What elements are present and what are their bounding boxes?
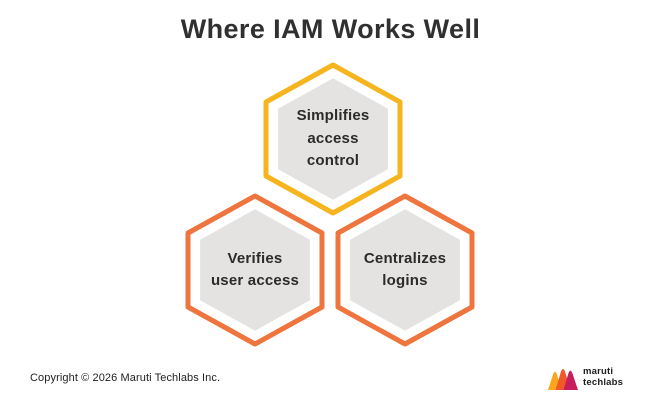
hexagon-shape: [335, 193, 475, 347]
hexagon-fill: [350, 209, 460, 331]
logo-wordmark: maruti techlabs: [583, 366, 624, 389]
logo-text-line1: maruti: [583, 366, 614, 378]
hexagon-label: Verifies user access: [210, 249, 300, 290]
hexagon-fill: [278, 78, 388, 200]
hexagon-label: Simplifies access control: [296, 107, 370, 170]
hexagon-centralizes-logins: Centralizes logins: [335, 193, 475, 347]
hexagon-simplifies-access-control: Simplifies access control: [263, 62, 403, 216]
logo-mark-icon: [548, 369, 578, 390]
copyright-text: Copyright © 2026 Maruti Techlabs Inc.: [30, 372, 221, 384]
logo-text-line2: techlabs: [583, 377, 624, 388]
hexagon-label: Centralizes logins: [363, 249, 447, 290]
hexagon-fill: [200, 209, 310, 331]
maruti-techlabs-logo: maruti techlabs: [548, 366, 623, 390]
hexagon-verifies-user-access: Verifies user access: [185, 193, 325, 347]
logo-peak-crimson-icon: [563, 370, 578, 390]
page-title: Where IAM Works Well: [180, 14, 481, 44]
hexagon-shape: [185, 193, 325, 347]
hexagon-shape: [263, 62, 403, 216]
